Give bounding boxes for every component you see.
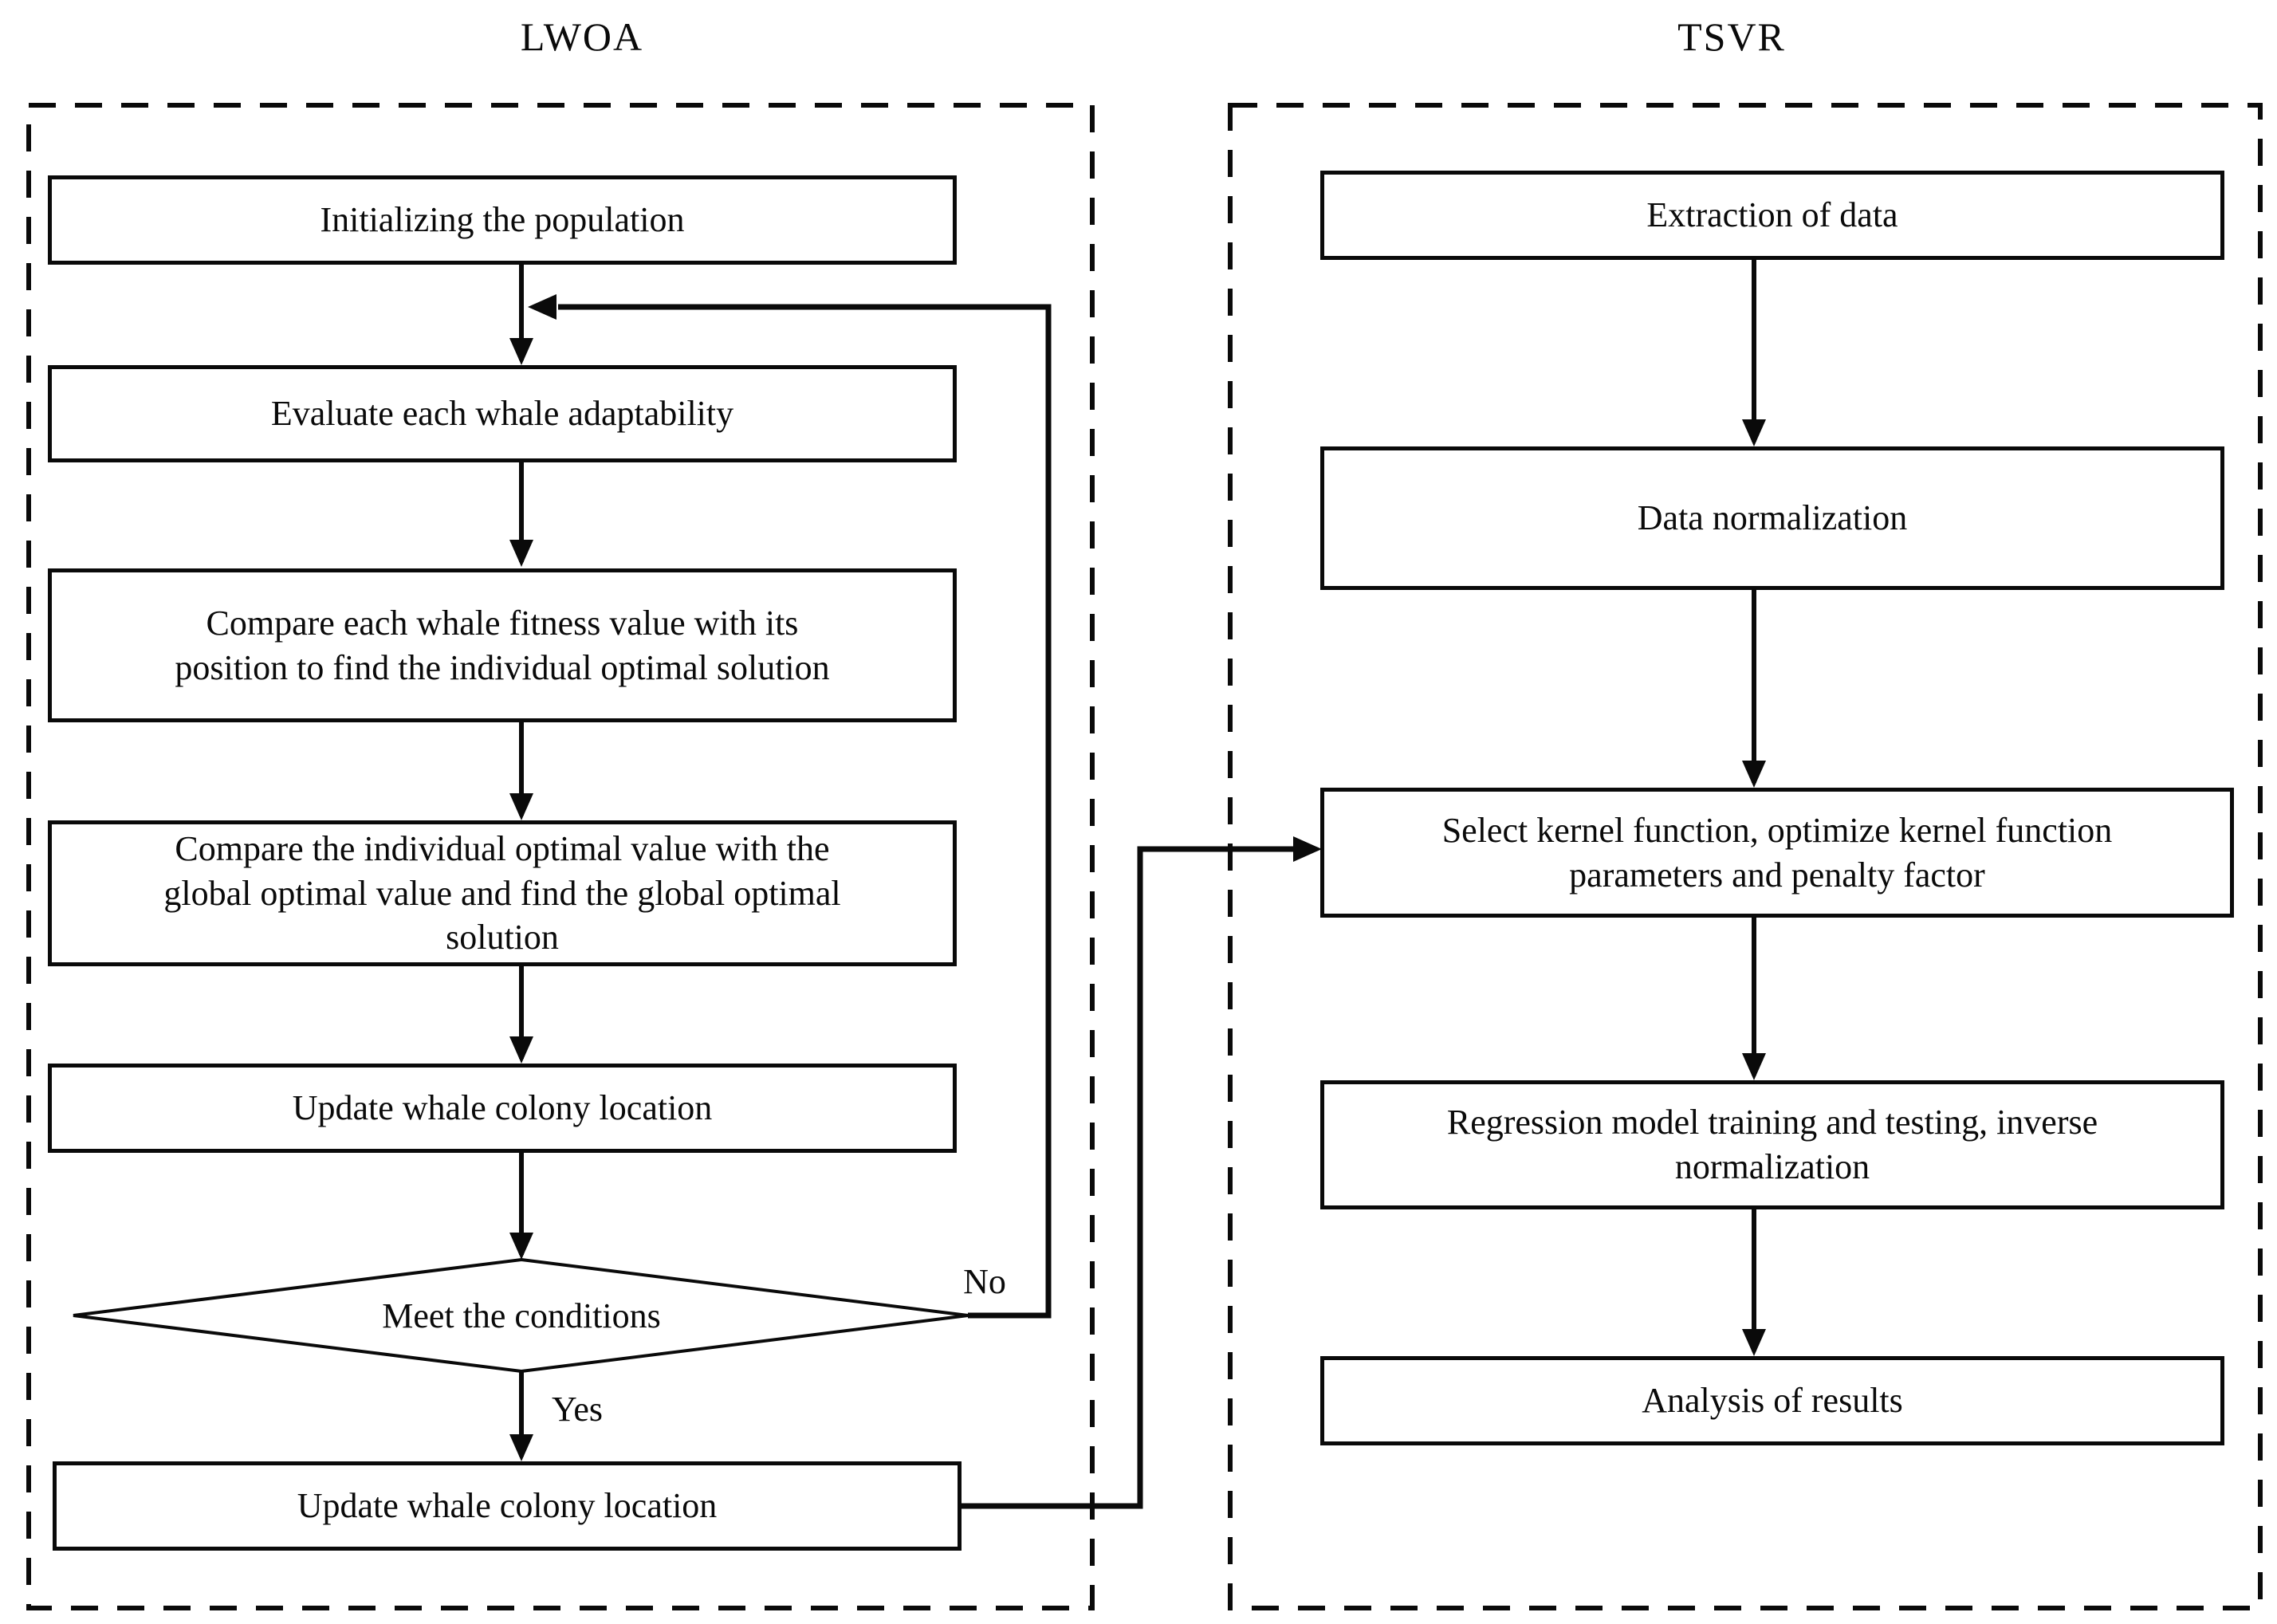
decision-yes-label: Yes (551, 1389, 604, 1429)
flow-box-extraction-of-data: Extraction of data (1320, 171, 2224, 260)
tsvr-dashed-border (1228, 103, 2263, 1610)
decision-diamond-label: Meet the conditions (382, 1296, 661, 1335)
connector-arrowhead-right-icon (1293, 836, 1322, 862)
arrowhead-down-icon (1742, 419, 1766, 446)
flow-box-compare-global-optimal: Compare the individual optimal value wit… (48, 820, 957, 966)
lwoa-dashed-border (26, 103, 1095, 1610)
tsvr-title: TSVR (1677, 14, 1786, 59)
flow-box-update-colony-2: Update whale colony location (53, 1461, 962, 1551)
decision-no-label: No (963, 1261, 1006, 1301)
arrowhead-down-icon (509, 540, 533, 567)
flow-box-data-normalization: Data normalization (1320, 446, 2224, 590)
arrowhead-down-icon (509, 1434, 533, 1461)
no-loop-line (558, 304, 1052, 1319)
flow-box-regression-training: Regression model training and testing, i… (1320, 1080, 2224, 1209)
flow-box-initializing-population: Initializing the population (48, 175, 957, 265)
flow-box-select-kernel-function: Select kernel function, optimize kernel … (1320, 788, 2234, 918)
flow-box-update-colony-1: Update whale colony location (48, 1064, 957, 1153)
lwoa-to-tsvr-connector-line (957, 846, 1311, 1509)
arrowhead-down-icon (509, 793, 533, 820)
decision-diamond-shape (73, 1257, 969, 1374)
arrowhead-down-icon (509, 1036, 533, 1064)
arrowhead-down-icon (1742, 1329, 1766, 1356)
arrowhead-down-icon (509, 1233, 533, 1260)
lwoa-title: LWOA (520, 14, 644, 59)
flow-box-evaluate-adaptability: Evaluate each whale adaptability (48, 365, 957, 462)
arrowhead-down-icon (509, 338, 533, 365)
no-loop-arrowhead-left-icon (528, 294, 556, 320)
flow-box-analysis-of-results: Analysis of results (1320, 1356, 2224, 1445)
arrowhead-down-icon (1742, 1053, 1766, 1080)
flow-box-compare-fitness: Compare each whale fitness value with it… (48, 568, 957, 722)
arrowhead-down-icon (1742, 761, 1766, 788)
